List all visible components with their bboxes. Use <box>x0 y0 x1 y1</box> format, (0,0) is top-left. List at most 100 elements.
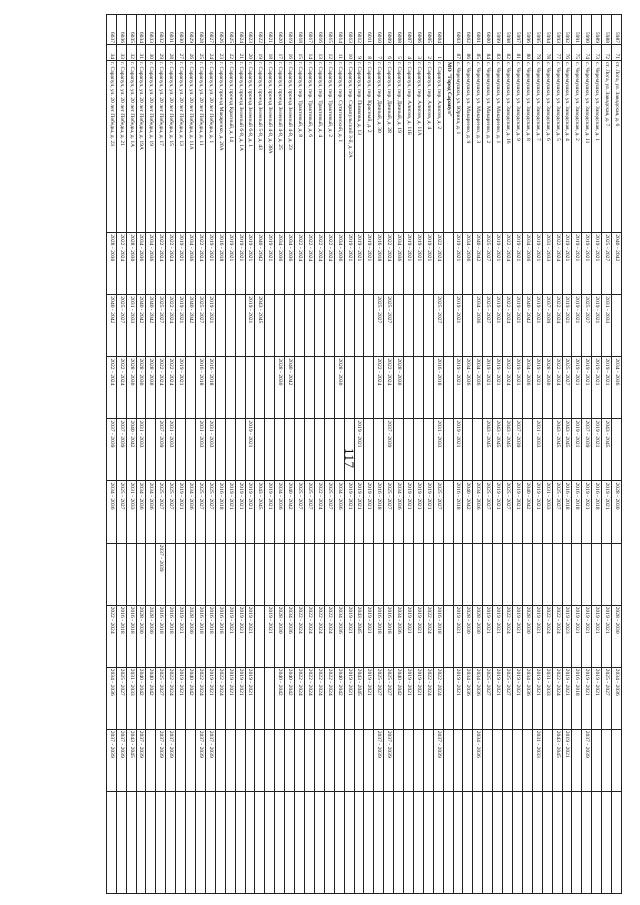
period-cell: 2019 - 2021 <box>403 232 414 295</box>
period-cell: 2040 - 2042 <box>284 480 295 544</box>
row-number-cell: 85 <box>472 44 483 61</box>
period-cell: 2019 - 2021 <box>492 356 503 419</box>
period-cell: 2019 - 2021 <box>591 667 602 730</box>
address-cell: с. Черемушки, ул. Заводская, д. 11 <box>581 60 592 233</box>
period-cell: 2025 - 2027 <box>116 667 127 730</box>
period-cell: 2025 - 2027 <box>502 480 513 544</box>
period-cell: 2031 - 2033 <box>532 729 543 792</box>
period-cell <box>512 729 523 792</box>
period-cell <box>314 418 325 481</box>
period-cell: 2019 - 2021 <box>492 232 503 295</box>
row-id-cell: 6034 <box>136 14 146 45</box>
period-cell: 2040 - 2042 <box>284 356 295 419</box>
period-cell: 2016 - 2018 <box>215 232 226 295</box>
period-cell <box>423 543 434 606</box>
period-cell <box>264 294 275 357</box>
period-cell: 2019 - 2021 <box>512 480 523 544</box>
row-id-cell: 6031 <box>165 14 176 45</box>
period-cell <box>463 418 473 481</box>
period-cell: 2043 - 2045 <box>601 418 612 481</box>
row-id-cell: 6029 <box>185 14 196 45</box>
row-id-cell: 6007 <box>403 14 414 45</box>
period-cell: 2016 - 2018 <box>373 480 384 544</box>
period-cell: 2025 - 2027 <box>482 667 493 730</box>
period-cell <box>393 294 404 357</box>
period-cell: 2022 - 2024 <box>324 232 335 295</box>
period-cell: 2034 - 2036 <box>393 480 404 544</box>
period-cell <box>304 543 315 606</box>
period-cell: 2025 - 2027 <box>165 480 176 544</box>
address-cell: г. Сарапул, ул. 20 лет Победы, д. 23 <box>106 60 117 233</box>
period-cell <box>344 791 355 894</box>
period-cell <box>175 729 186 792</box>
period-cell <box>264 791 275 894</box>
period-cell <box>304 791 315 894</box>
period-cell: 2019 - 2021 <box>532 605 543 668</box>
row-id-cell: 6005 <box>423 14 434 45</box>
row-id-cell: 6003 <box>453 14 463 45</box>
period-cell: 2028 - 2030 <box>522 605 533 668</box>
period-cell <box>235 729 246 792</box>
period-cell <box>235 543 246 606</box>
period-cell: 2019 - 2021 <box>423 232 434 295</box>
period-cell <box>245 791 255 894</box>
period-cell: 2034 - 2036 <box>463 667 473 730</box>
period-cell: 2025 - 2027 <box>581 294 592 357</box>
period-cell <box>146 418 156 481</box>
period-cell <box>254 356 265 419</box>
period-cell <box>146 543 156 606</box>
period-cell: 2019 - 2021 <box>354 232 364 295</box>
period-cell: 2019 - 2021 <box>591 232 602 295</box>
period-cell <box>522 791 533 894</box>
period-cell <box>354 543 364 606</box>
period-cell <box>264 418 275 481</box>
period-cell: 2025 - 2027 <box>482 480 493 544</box>
period-cell <box>403 791 414 894</box>
period-cell: 2034 - 2036 <box>611 356 622 419</box>
period-cell: 2019 - 2021 <box>571 294 582 357</box>
address-cell: с. Черемушки, ул. Заводская, д. 5 <box>552 60 563 233</box>
row-id-cell: 6025 <box>225 14 236 45</box>
row-number-cell: 78 <box>542 44 553 61</box>
period-cell <box>552 791 563 894</box>
period-cell: 2025 - 2027 <box>482 232 493 295</box>
period-cell: 2022 - 2024 <box>155 356 166 419</box>
row-id-cell: 5993 <box>552 14 563 45</box>
period-cell: 2022 - 2024 <box>116 356 127 419</box>
period-cell: 2034 - 2036 <box>393 232 404 295</box>
period-cell <box>591 791 602 894</box>
address-cell: с. Черемушки, ул. Макаренко, д. 2 <box>482 60 493 233</box>
period-cell: 2022 - 2024 <box>552 605 563 668</box>
period-cell: 2019 - 2021 <box>571 232 582 295</box>
period-cell: 2019 - 2021 <box>601 605 612 668</box>
address-cell: г. Сарапул, ул. 20 лет Победы, д. 11А <box>185 60 196 233</box>
period-cell: 2019 - 2021 <box>591 294 602 357</box>
period-cell: 2034 - 2036 <box>284 605 295 668</box>
period-cell: 2019 - 2021 <box>245 418 255 481</box>
period-cell: 2019 - 2021 <box>175 294 186 357</box>
period-cell <box>423 356 434 419</box>
period-cell <box>443 729 454 792</box>
row-number-cell: 26 <box>185 44 196 61</box>
address-cell: г. Сарапул, пер. Алисов, д. 11Б <box>403 60 414 233</box>
address-cell: с. Черемушки, ул. Заводская, д. 16 <box>502 60 513 233</box>
period-cell: 2019 - 2021 <box>453 667 463 730</box>
address-cell: г. Сарапул, ул. 20 лет Победы, д. 15 <box>165 60 176 233</box>
period-cell: 2037 - 2039 <box>116 418 127 481</box>
address-cell: г. Сарапул, ул. 20 лет Победы, д. 21 <box>116 60 127 233</box>
period-cell: 2028 - 2030 <box>146 605 156 668</box>
address-cell: с. Черемушки, ул. Заводская, д. 4 <box>562 60 572 233</box>
period-cell <box>245 543 255 606</box>
row-number-cell: 13 <box>314 44 325 61</box>
period-cell: 2037 - 2039 <box>116 729 127 792</box>
row-id-cell: 5994 <box>542 14 553 45</box>
row-id-cell: 6001 <box>472 14 483 45</box>
period-cell: 2019 - 2021 <box>344 605 355 668</box>
address-cell: с. Черемушки, ул. Заводская, д. 2 <box>571 60 582 233</box>
row-number-cell: 87 <box>453 44 463 61</box>
